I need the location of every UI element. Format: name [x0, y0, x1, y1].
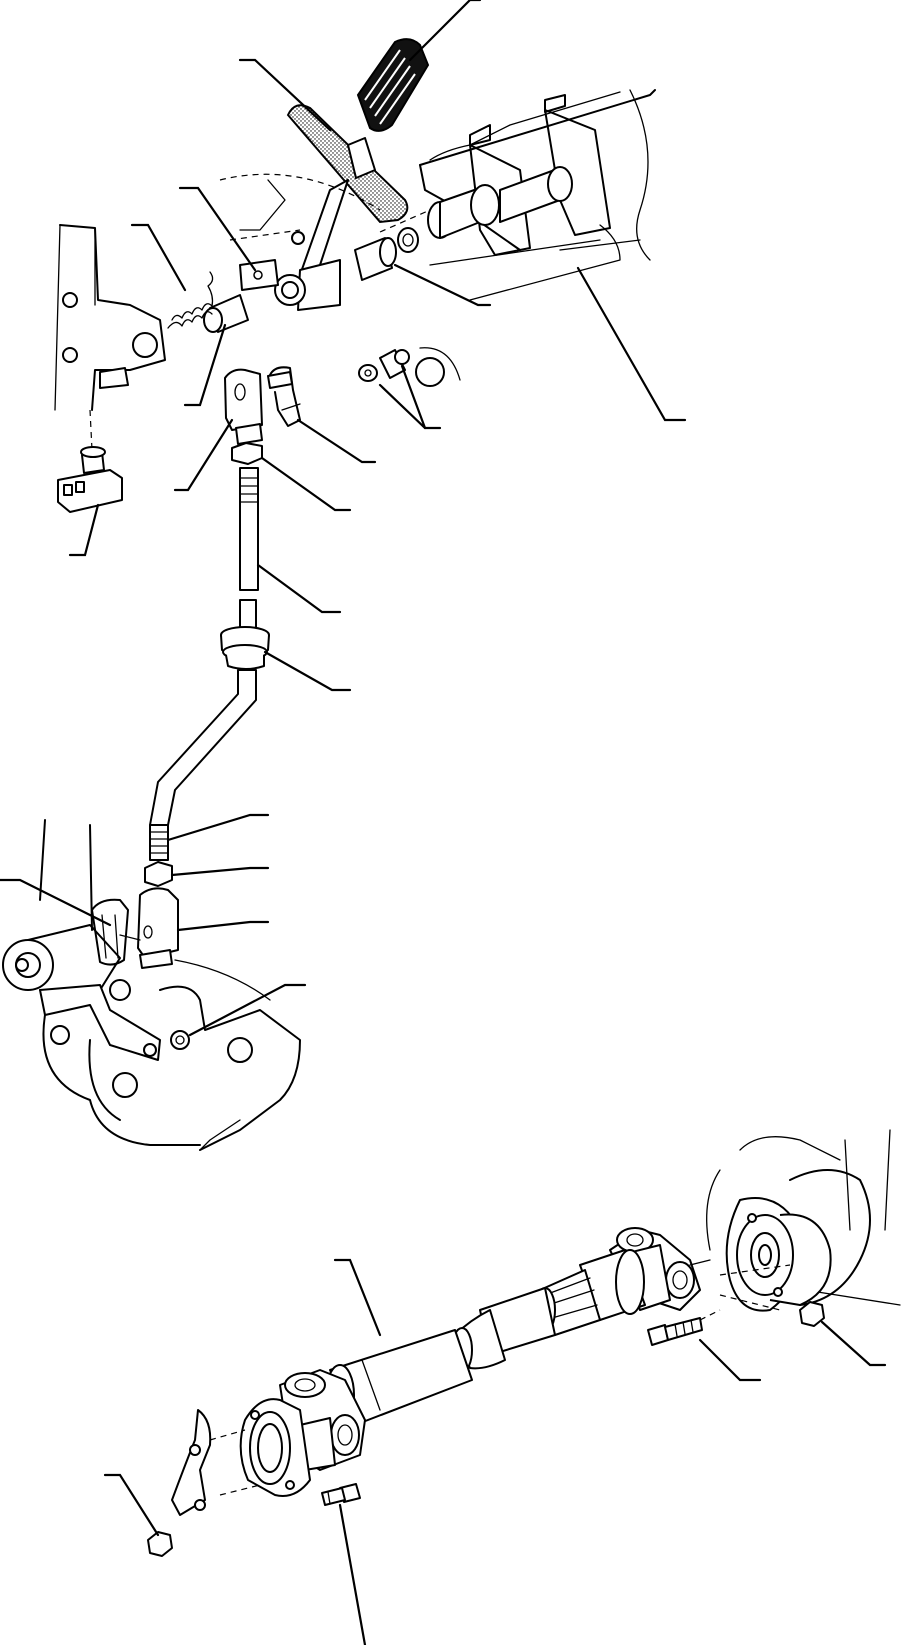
locknut-upper — [231, 442, 263, 465]
front-flange — [209, 1398, 311, 1497]
bolt-front — [321, 1483, 361, 1506]
bolt-rear — [647, 1309, 721, 1346]
clevis-upper — [224, 368, 263, 445]
lower-housing — [2, 819, 301, 1151]
clip-upper — [267, 366, 301, 427]
callout-rod-upper — [256, 563, 342, 614]
callout-rod-thread-lower — [166, 813, 270, 842]
callout-pedal-pin — [178, 186, 257, 272]
bushing-left — [203, 294, 249, 333]
locknut-lower — [144, 861, 173, 887]
clip-lower — [91, 898, 141, 966]
washer-pair — [358, 347, 461, 387]
callout-nut-front — [103, 1473, 160, 1537]
callout-clip-lower — [0, 878, 112, 927]
mounting-bracket — [379, 89, 656, 301]
rod — [239, 467, 259, 631]
pedal-assembly — [2, 38, 656, 1151]
callout-washer-lower — [188, 983, 307, 1037]
pedal-lever — [219, 104, 409, 311]
left-mounting-plate — [54, 224, 166, 451]
callout-bolt-rear — [698, 1338, 762, 1382]
nut-rear — [799, 1301, 825, 1327]
callout-grommet — [263, 650, 352, 692]
clevis-lower — [137, 887, 179, 969]
callout-nut-rear — [820, 1320, 887, 1367]
callout-return-spring — [130, 223, 187, 292]
front-u-joint — [279, 1369, 366, 1471]
callout-bushing-right — [393, 263, 492, 307]
callout-driveshaft — [333, 1258, 382, 1337]
callout-locknut-lower — [170, 866, 270, 877]
callout-clevis-upper — [173, 418, 234, 492]
grommet — [220, 626, 270, 670]
nut-front — [147, 1531, 173, 1557]
bushing-right — [354, 227, 419, 281]
callout-bushing-left — [183, 323, 227, 407]
callout-clip-upper — [296, 418, 377, 464]
callout-pedal-pad — [408, 0, 482, 62]
callout-switch — [68, 503, 100, 557]
callout-washer-pair — [378, 383, 442, 430]
washer-lower — [170, 1030, 190, 1050]
callout-bolt-front — [338, 1503, 367, 1645]
pedal-pad — [356, 38, 430, 132]
callout-washer-pair-2 — [400, 364, 427, 430]
bent-rod — [149, 669, 257, 861]
driveshaft-assembly — [147, 1129, 901, 1557]
callout-clevis-lower — [176, 920, 270, 932]
rear-housing — [706, 1129, 901, 1312]
return-spring — [167, 271, 214, 329]
shaft-tube — [325, 1249, 646, 1426]
switch — [57, 446, 123, 513]
front-mount-plate — [171, 1409, 212, 1516]
callout-mounting-bracket — [576, 266, 687, 422]
callout-pedal-lever — [238, 58, 332, 132]
callout-locknut-upper — [260, 456, 352, 512]
callouts — [0, 0, 887, 1645]
